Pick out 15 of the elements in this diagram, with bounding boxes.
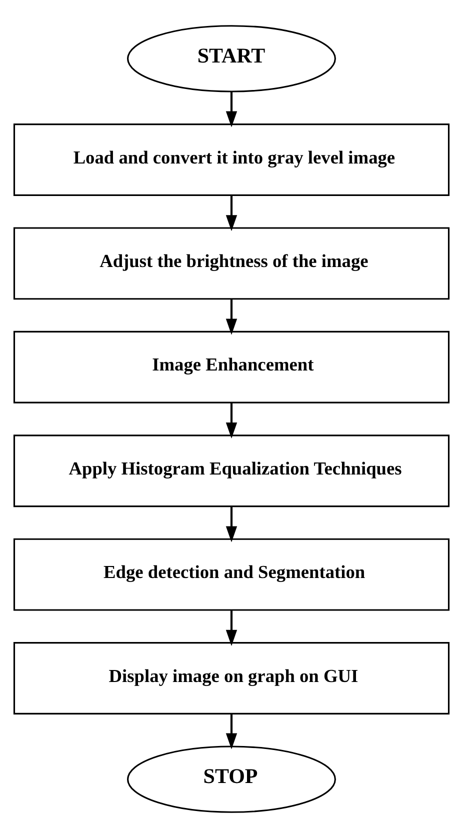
node-box: Image Enhancement [12, 330, 450, 404]
node-ellipse: START [126, 25, 336, 92]
arrow [225, 610, 237, 646]
arrow [225, 714, 237, 750]
arrow [225, 298, 237, 335]
arrow [225, 92, 237, 128]
arrow [225, 402, 237, 439]
node-ellipse: STOP [126, 746, 336, 813]
node-box: Apply Histogram Equalization Techniques [12, 434, 450, 508]
arrow [225, 195, 237, 232]
node-box: Display image on graph on GUI [12, 642, 450, 714]
node-box: Adjust the brightness of the image [12, 227, 450, 300]
arrow [225, 506, 237, 542]
node-box: Load and convert it into gray level image [12, 124, 450, 196]
node-box: Edge detection and Segmentation [12, 538, 450, 611]
